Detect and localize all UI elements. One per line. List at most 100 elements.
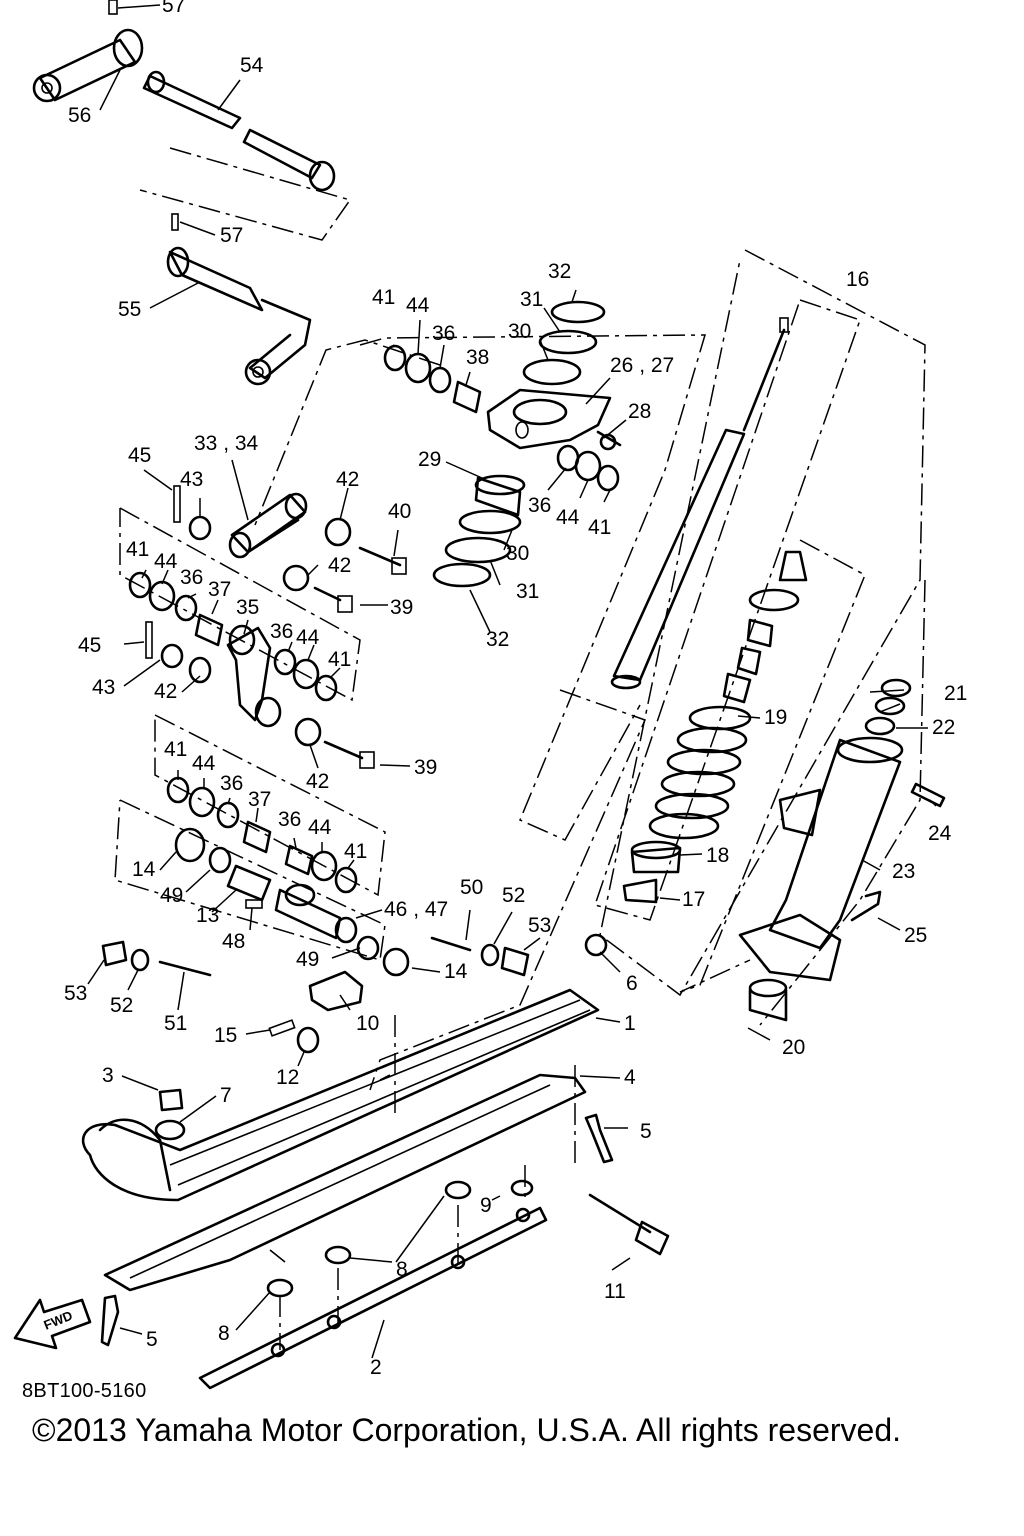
callout-33-34: 33 , 34 <box>194 432 259 455</box>
callout-57: 57 <box>220 224 243 247</box>
callout-57: 57 <box>162 0 185 17</box>
callout-14: 14 <box>132 858 156 881</box>
callout-48: 48 <box>222 930 245 953</box>
callout-26-27: 26 , 27 <box>610 354 674 377</box>
wear-bar-2 <box>198 1179 548 1390</box>
callout-11: 11 <box>604 1280 626 1303</box>
callout-16: 16 <box>846 268 869 291</box>
diagram-code: 8BT100-5160 <box>22 1380 147 1402</box>
callout-42: 42 <box>336 468 359 491</box>
callout-6: 6 <box>626 972 638 995</box>
callout-53: 53 <box>64 982 87 1005</box>
bushings-set2 <box>128 571 338 702</box>
callout-17: 17 <box>682 888 705 911</box>
callout-37: 37 <box>248 788 271 811</box>
ski-runner-4 <box>103 1073 587 1292</box>
callout-55: 55 <box>118 298 141 321</box>
link-arm-33 <box>173 485 407 613</box>
callout-5: 5 <box>640 1120 652 1143</box>
callout-45: 45 <box>78 634 101 657</box>
shock-body-23 <box>738 678 946 1022</box>
callout-13: 13 <box>196 904 219 927</box>
callout-42: 42 <box>154 680 177 703</box>
steering-arm-56 <box>32 0 144 103</box>
callout-41: 41 <box>588 516 611 539</box>
shock-rod-16 <box>610 317 789 690</box>
callout-22: 22 <box>932 716 955 739</box>
callout-31: 31 <box>520 288 543 311</box>
callout-41: 41 <box>126 538 149 561</box>
parts-diagram: FWD <box>13 0 967 1390</box>
callout-36: 36 <box>220 772 243 795</box>
callout-5: 5 <box>146 1328 158 1351</box>
callout-14: 14 <box>444 960 468 983</box>
callout-44: 44 <box>308 816 332 839</box>
callout-41: 41 <box>328 648 351 671</box>
callout-36: 36 <box>270 620 293 643</box>
callout-15: 15 <box>214 1024 237 1047</box>
callout-46-47: 46 , 47 <box>384 898 448 921</box>
bracket-10-bushings <box>154 970 364 1141</box>
callout-41: 41 <box>372 286 395 309</box>
callout-36: 36 <box>432 322 455 345</box>
callout-35: 35 <box>236 596 259 619</box>
callout-labels: 57 56 54 57 55 41 44 36 38 32 31 30 26 ,… <box>64 0 967 1379</box>
callout-43: 43 <box>180 468 203 491</box>
studs-5 <box>100 1113 614 1347</box>
callout-24: 24 <box>928 822 952 845</box>
callout-50: 50 <box>460 876 483 899</box>
callout-3: 3 <box>102 1064 114 1087</box>
callout-39: 39 <box>414 756 437 779</box>
callout-40: 40 <box>388 500 411 523</box>
callout-25: 25 <box>904 924 927 947</box>
callout-32: 32 <box>486 628 509 651</box>
callout-52: 52 <box>502 884 525 907</box>
callout-38: 38 <box>466 346 489 369</box>
callout-41: 41 <box>164 738 187 761</box>
callout-18: 18 <box>706 844 729 867</box>
steering-shaft-54 <box>142 70 336 192</box>
callout-49: 49 <box>160 884 183 907</box>
callout-12: 12 <box>276 1066 299 1089</box>
upper-bracket-26 <box>486 388 622 451</box>
callout-30: 30 <box>508 320 531 343</box>
callout-45: 45 <box>128 444 151 467</box>
callout-53: 53 <box>528 914 551 937</box>
callout-8: 8 <box>218 1322 230 1345</box>
callout-9: 9 <box>480 1194 492 1217</box>
callout-7: 7 <box>220 1084 232 1107</box>
callout-32: 32 <box>548 260 571 283</box>
callout-42: 42 <box>306 770 329 793</box>
bushing-29-washers-lower <box>432 474 526 588</box>
callout-4: 4 <box>624 1066 636 1089</box>
fwd-arrow: FWD <box>13 1298 92 1350</box>
callout-39: 39 <box>390 596 413 619</box>
callout-31: 31 <box>516 580 539 603</box>
washers-30-32-upper <box>522 300 606 386</box>
callout-56: 56 <box>68 104 91 127</box>
leader-lines <box>87 4 937 1359</box>
spindle-13-14-49 <box>174 827 530 977</box>
callout-54: 54 <box>240 54 264 77</box>
copyright-notice: ©2013 Yamaha Motor Corporation, U.S.A. A… <box>32 1412 902 1448</box>
callout-36: 36 <box>278 808 301 831</box>
callout-44: 44 <box>192 752 216 775</box>
callout-28: 28 <box>628 400 651 423</box>
callout-44: 44 <box>406 294 430 317</box>
bolt-11 <box>588 1193 670 1256</box>
callout-29: 29 <box>418 448 441 471</box>
callout-36: 36 <box>180 566 203 589</box>
callout-10: 10 <box>356 1012 379 1035</box>
callout-30: 30 <box>506 542 529 565</box>
callout-37: 37 <box>208 578 231 601</box>
callout-52: 52 <box>110 994 133 1017</box>
callout-20: 20 <box>782 1036 805 1059</box>
callout-8: 8 <box>396 1258 408 1281</box>
callout-43: 43 <box>92 676 115 699</box>
callout-1: 1 <box>624 1012 636 1035</box>
callout-2: 2 <box>370 1356 382 1379</box>
callout-44: 44 <box>154 550 178 573</box>
ski-1 <box>81 988 600 1202</box>
callout-21: 21 <box>944 682 967 705</box>
callout-42: 42 <box>328 554 351 577</box>
